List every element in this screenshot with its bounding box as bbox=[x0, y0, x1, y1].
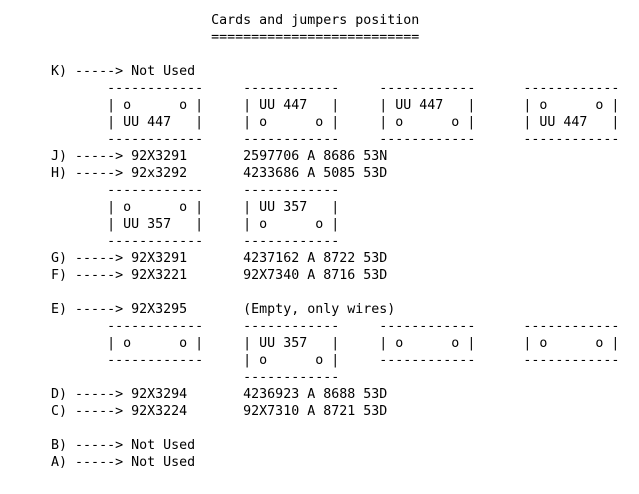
bank2-card-line-2: | UU 357 | | o o | bbox=[3, 217, 340, 232]
title-underline: ========================== bbox=[3, 30, 420, 45]
row-e-line: E) -----> 92X3295 (Empty, only wires) bbox=[3, 302, 396, 317]
row-f-line: F) -----> 92X3221 92X7340 A 8716 53D bbox=[3, 268, 388, 283]
blank-line bbox=[3, 420, 639, 437]
bank1-card-line-2: | UU 447 | | o o | | o o | | UU 447 | bbox=[3, 115, 620, 130]
bank2-card-line-1: | o o | | UU 357 | bbox=[3, 200, 340, 215]
bank1-card-line-1: | o o | | UU 447 | | UU 447 | | o o | bbox=[3, 98, 620, 113]
row-a-line: A) -----> Not Used bbox=[3, 455, 196, 470]
row-k-line: K) -----> Not Used bbox=[3, 64, 196, 79]
row-b-line: B) -----> Not Used bbox=[3, 438, 196, 453]
bank3-bottom-border: ------------ bbox=[3, 370, 340, 385]
bank3-top-border: ------------ ------------ ------------ -… bbox=[3, 319, 620, 334]
blank-line bbox=[3, 284, 639, 301]
row-g-line: G) -----> 92X3291 4237162 A 8722 53D bbox=[3, 251, 388, 266]
page-title: Cards and jumpers position bbox=[3, 13, 420, 28]
row-c-line: C) -----> 92X3224 92X7310 A 8721 53D bbox=[3, 404, 388, 419]
bank2-top-border: ------------ ------------ bbox=[3, 183, 340, 198]
row-j-line: J) -----> 92X3291 2597706 A 8686 53N bbox=[3, 149, 388, 164]
bank1-top-border: ------------ ------------ ------------ -… bbox=[3, 81, 620, 96]
bank2-bottom-border: ------------ ------------ bbox=[3, 234, 340, 249]
blank-line bbox=[3, 46, 639, 63]
ascii-text-body: Cards and jumpers position =============… bbox=[3, 13, 639, 470]
bank3-card-line-2: ------------ | o o | ------------ ------… bbox=[3, 353, 620, 368]
bank1-bottom-border: ------------ ------------ ------------ -… bbox=[3, 132, 620, 147]
row-d-line: D) -----> 92X3294 4236923 A 8688 53D bbox=[3, 387, 388, 402]
bank3-card-line-1: | o o | | UU 357 | | o o | | o o | bbox=[3, 336, 620, 351]
row-h-line: H) -----> 92x3292 4233686 A 5085 53D bbox=[3, 166, 388, 181]
